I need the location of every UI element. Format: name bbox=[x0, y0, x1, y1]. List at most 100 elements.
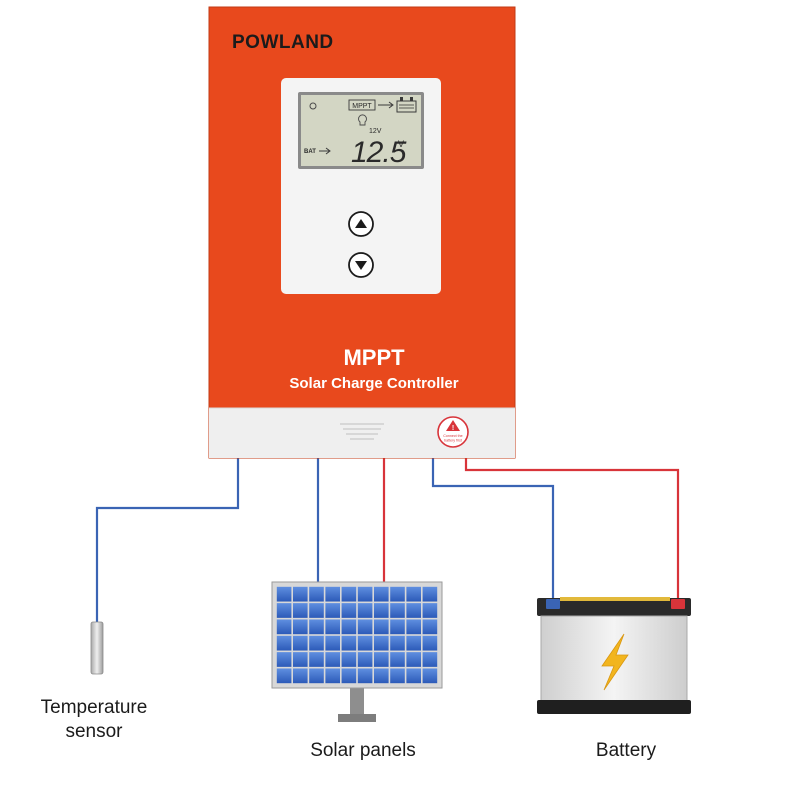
solar-cell bbox=[309, 635, 324, 651]
solar-cell bbox=[276, 635, 292, 651]
solar-panels-label: Solar panels bbox=[310, 740, 416, 761]
solar-cell bbox=[357, 603, 373, 618]
solar-cell bbox=[406, 652, 421, 667]
vent-icon bbox=[340, 423, 384, 440]
solar-panel bbox=[271, 581, 443, 722]
warning-triangle-icon bbox=[446, 420, 460, 431]
solar-cell bbox=[341, 652, 357, 667]
temperature-sensor-label-line1: Temperature bbox=[41, 697, 148, 718]
solar-cell bbox=[325, 635, 340, 651]
solar-cell bbox=[390, 668, 405, 684]
controller-bottom-strip bbox=[209, 408, 515, 458]
solar-cell bbox=[293, 652, 308, 667]
charge-controller: ! Connect the battery first POWLAND MPPT bbox=[208, 6, 516, 459]
battery-negative-terminal bbox=[546, 599, 560, 609]
solar-cell bbox=[276, 586, 292, 602]
solar-cell bbox=[276, 619, 292, 635]
arrow-up-icon bbox=[355, 219, 367, 228]
solar-panel-stand-pole bbox=[350, 686, 364, 716]
solar-cell bbox=[422, 635, 438, 651]
solar-cell bbox=[293, 635, 308, 651]
lcd-mppt-tag: MPPT bbox=[352, 103, 372, 110]
solar-cell bbox=[406, 668, 421, 684]
lcd-reading: 12.5 bbox=[351, 136, 407, 169]
solar-cell bbox=[406, 586, 421, 602]
battery-label: Battery bbox=[596, 740, 657, 761]
battery-negative-wire bbox=[431, 458, 555, 600]
solar-cell bbox=[406, 603, 421, 618]
battery-positive-wire bbox=[464, 458, 680, 600]
solar-cell bbox=[422, 652, 438, 667]
lcd-display: MPPT 12V BAT 12.5 V bbox=[298, 92, 424, 169]
solar-cell bbox=[309, 603, 324, 618]
solar-cell bbox=[293, 668, 308, 684]
brand-logo: POWLAND bbox=[232, 32, 334, 53]
solar-cell bbox=[390, 586, 405, 602]
solar-cell bbox=[325, 603, 340, 618]
svg-text:!: ! bbox=[452, 425, 454, 432]
solar-cell bbox=[341, 635, 357, 651]
warning-text-line2: battery first bbox=[444, 439, 462, 443]
solar-cell bbox=[422, 586, 438, 602]
solar-cell bbox=[422, 603, 438, 618]
solar-cell bbox=[390, 652, 405, 667]
solar-cell bbox=[309, 652, 324, 667]
warning-text-line1: Connect the bbox=[443, 434, 462, 438]
solar-cell bbox=[374, 635, 389, 651]
solar-cell bbox=[422, 619, 438, 635]
lcd-flow-arrow-icon bbox=[378, 101, 394, 109]
solar-cell bbox=[374, 586, 389, 602]
battery-positive-terminal bbox=[671, 599, 685, 609]
warning-badge: ! Connect the battery first bbox=[437, 416, 469, 448]
solar-panel-stand-base bbox=[338, 714, 376, 722]
solar-cell bbox=[374, 603, 389, 618]
solar-cell bbox=[309, 586, 324, 602]
solar-cell bbox=[406, 619, 421, 635]
solar-cell bbox=[325, 668, 340, 684]
battery-top bbox=[537, 598, 691, 616]
lcd-unit: V bbox=[398, 139, 404, 149]
lcd-source-label: BAT bbox=[304, 149, 316, 155]
down-button[interactable] bbox=[348, 252, 374, 278]
solar-cell bbox=[390, 603, 405, 618]
bulb-icon bbox=[358, 114, 367, 126]
solar-cell bbox=[325, 619, 340, 635]
solar-cell bbox=[276, 668, 292, 684]
battery bbox=[537, 597, 691, 714]
solar-cell bbox=[341, 668, 357, 684]
battery-base bbox=[537, 700, 691, 714]
solar-cell bbox=[374, 668, 389, 684]
solar-cell bbox=[276, 603, 292, 618]
solar-cell bbox=[293, 586, 308, 602]
solar-cell bbox=[276, 652, 292, 667]
battery-top-stripe bbox=[560, 597, 670, 601]
solar-cell bbox=[341, 603, 357, 618]
lcd-system-voltage: 12V bbox=[369, 128, 382, 135]
solar-cell bbox=[341, 586, 357, 602]
solar-cell bbox=[293, 603, 308, 618]
solar-cell bbox=[374, 652, 389, 667]
sun-icon bbox=[309, 102, 317, 110]
solar-cell bbox=[406, 635, 421, 651]
solar-cell bbox=[357, 635, 373, 651]
lcd-source-arrow-icon bbox=[319, 147, 331, 155]
temperature-sensor bbox=[90, 621, 104, 675]
solar-cell bbox=[357, 652, 373, 667]
solar-cell bbox=[325, 652, 340, 667]
wiring bbox=[95, 458, 680, 622]
solar-cell bbox=[341, 619, 357, 635]
solar-cell bbox=[309, 668, 324, 684]
up-button[interactable] bbox=[348, 211, 374, 237]
solar-cell bbox=[309, 619, 324, 635]
solar-cell bbox=[357, 586, 373, 602]
sensor-probe bbox=[90, 621, 104, 675]
arrow-down-icon bbox=[355, 261, 367, 270]
solar-cell bbox=[390, 619, 405, 635]
temperature-sensor-label-line2: sensor bbox=[65, 721, 123, 742]
controller-title: MPPT bbox=[343, 345, 405, 370]
solar-cell-grid bbox=[276, 586, 438, 684]
solar-cell bbox=[357, 619, 373, 635]
lcd-battery-icon bbox=[396, 97, 417, 113]
solar-cell bbox=[325, 586, 340, 602]
solar-cell bbox=[374, 619, 389, 635]
